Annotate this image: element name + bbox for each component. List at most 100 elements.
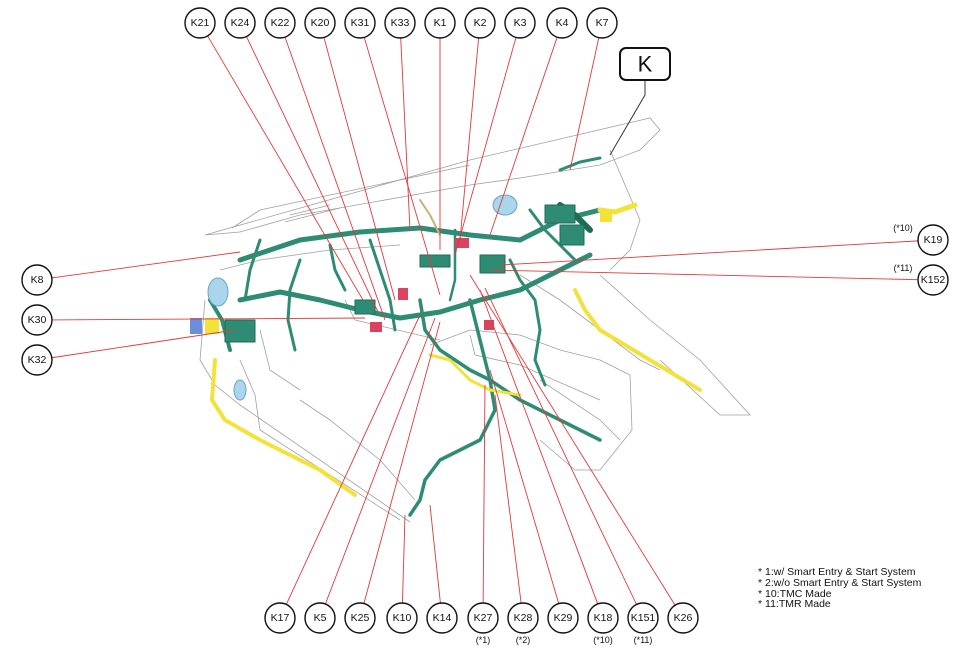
callout-label: K17 (271, 612, 290, 624)
callout-k32: K32 (21, 344, 53, 376)
callout-k1: K1 (424, 7, 456, 39)
callout-circle (184, 7, 216, 39)
footnote-1: * 1:w/ Smart Entry & Start System (758, 566, 916, 578)
callout-label: K3 (514, 17, 527, 29)
callout-k2: K2 (464, 7, 496, 39)
callout-circle (917, 264, 949, 296)
callout-label: K33 (391, 17, 410, 29)
callout-k33: K33 (384, 7, 416, 39)
leader-line-k21 (207, 35, 364, 301)
leader-line-k3 (454, 37, 517, 256)
callout-k10: K10 (386, 602, 418, 634)
leader-line-k26 (469, 274, 676, 606)
callout-k3: K3 (504, 7, 536, 39)
leader-line-k31 (363, 37, 441, 296)
callout-label: K10 (393, 612, 412, 624)
callout-k17: K17 (264, 602, 296, 634)
callout-circle (467, 602, 499, 634)
leader-line-k8 (51, 251, 241, 279)
callout-circle (546, 7, 578, 39)
leader-line-k5 (324, 317, 436, 605)
leader-line-k22 (284, 36, 386, 321)
callout-label: K152 (921, 274, 946, 286)
callout-k20: K20 (304, 7, 336, 39)
callout-label: K25 (351, 612, 370, 624)
callout-circle (304, 602, 336, 634)
callout-label: K32 (28, 354, 47, 366)
callout-k31: K31 (344, 7, 376, 39)
callout-circle (917, 224, 949, 256)
callout-circle (304, 7, 336, 39)
callout-circle (426, 602, 458, 634)
leader-line-k32 (51, 329, 236, 359)
callout-note: (*11) (894, 263, 913, 273)
callout-circle (224, 7, 256, 39)
callout-circle (587, 602, 619, 634)
callout-circle (504, 7, 536, 39)
callout-k30: K30 (21, 304, 53, 336)
callout-circle (21, 264, 53, 296)
leader-line-k4 (489, 37, 558, 236)
callout-k5: K5 (304, 602, 336, 634)
callout-note: (*11) (634, 635, 653, 645)
callout-circle (384, 7, 416, 39)
footnote-3: * 10:TMC Made (758, 587, 832, 600)
callout-circle (424, 7, 456, 39)
callout-label: K21 (191, 17, 210, 29)
callout-label: K22 (271, 17, 290, 29)
callout-label: K26 (674, 612, 693, 624)
leader-line-k28 (494, 394, 522, 604)
callout-label: K19 (924, 234, 943, 246)
footnote-2: * 2:w/o Smart Entry & Start System (758, 576, 922, 589)
leader-line-k18 (479, 289, 599, 605)
leader-line-k24 (246, 36, 379, 313)
callout-label: K27 (474, 612, 493, 624)
callout-k29: K29 (547, 602, 579, 634)
callout-label: K30 (28, 314, 47, 326)
callout-k151: K151(*11) (627, 602, 659, 645)
callout-label: K5 (314, 612, 327, 624)
leader-line-k14 (429, 504, 441, 604)
footnote-legend: * 1:w/ Smart Entry & Start System * 2:w/… (758, 567, 921, 610)
callout-label: K4 (556, 17, 569, 29)
callout-k18: K18(*10) (587, 602, 619, 645)
callout-circle (21, 344, 53, 376)
callout-circle (667, 602, 699, 634)
callout-k4: K4 (546, 7, 578, 39)
leader-line-k25 (363, 321, 441, 604)
callout-circle (627, 602, 659, 634)
leader-line-k151 (484, 287, 637, 605)
leader-line-k152 (489, 269, 919, 281)
leader-line-k29 (489, 369, 560, 604)
leader-line-k19 (499, 240, 919, 266)
leader-line-k27 (482, 384, 486, 604)
callout-circle (264, 7, 296, 39)
callout-circle (586, 7, 618, 39)
callout-circle (21, 304, 53, 336)
callout-circle (344, 7, 376, 39)
callout-label: K18 (594, 612, 613, 624)
callout-k21: K21 (184, 7, 216, 39)
callout-circle (344, 602, 376, 634)
callout-label: K31 (351, 17, 370, 29)
callout-circle (386, 602, 418, 634)
callout-circle (464, 7, 496, 39)
leader-line-k33 (400, 37, 411, 231)
callout-label: K24 (231, 17, 250, 29)
callout-circle (264, 602, 296, 634)
callout-note: (*10) (893, 223, 913, 233)
leader-line-k20 (323, 37, 396, 301)
callout-label: K29 (554, 612, 573, 624)
callout-note: (*1) (476, 635, 491, 645)
callout-circle (507, 602, 539, 634)
footnote-4: * 11:TMR Made (758, 598, 831, 611)
callout-circle (547, 602, 579, 634)
callout-k152: K152 (*11) (894, 263, 949, 296)
callout-label: K7 (596, 17, 609, 29)
callout-k22: K22 (264, 7, 296, 39)
callout-k19: K19 (*10) (893, 223, 949, 256)
wire-harness (190, 156, 702, 517)
callout-k27: K27 (*1) (467, 602, 499, 645)
